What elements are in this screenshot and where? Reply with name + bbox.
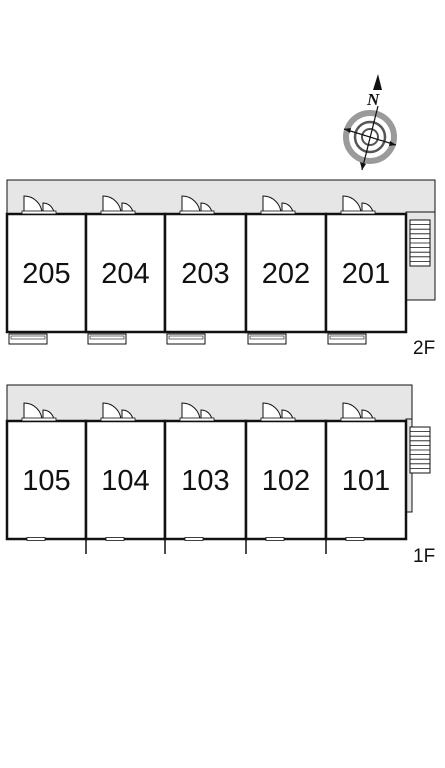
door-threshold (340, 417, 376, 422)
unit-205: 205 (5, 195, 88, 345)
door-threshold (260, 417, 296, 422)
unit-101: 101 (324, 402, 408, 541)
window (184, 537, 204, 541)
unit-203: 203 (163, 195, 248, 345)
door-threshold (21, 417, 57, 422)
balcony-rail (89, 335, 125, 340)
unit-number: 105 (22, 465, 70, 497)
unit-103: 103 (163, 402, 248, 541)
window (265, 537, 285, 541)
unit-number: 103 (181, 465, 229, 497)
north-compass-icon: N (343, 74, 397, 171)
window (26, 537, 46, 541)
unit-number: 202 (262, 258, 310, 290)
unit-outline (5, 419, 88, 541)
unit-number: 102 (262, 465, 310, 497)
floor-label: 1F (413, 546, 435, 567)
unit-102: 102 (244, 402, 328, 541)
floor-label: 2F (413, 338, 435, 359)
unit-number: 201 (342, 258, 390, 290)
door-threshold (100, 417, 136, 422)
door-threshold (340, 210, 376, 215)
unit-outline (244, 212, 328, 334)
door-threshold (21, 210, 57, 215)
balcony-rail (249, 335, 285, 340)
north-label: N (366, 90, 380, 109)
door-threshold (179, 417, 215, 422)
window (345, 537, 365, 541)
balcony-rail (329, 335, 365, 340)
floor-1f: 105 104 103 102 101 1F (5, 384, 435, 567)
floor-2f: 205 204 203 202 201 2F (5, 179, 436, 359)
balcony-rail (168, 335, 204, 340)
unit-number: 104 (101, 465, 149, 497)
unit-104: 104 (84, 402, 167, 541)
unit-outline (84, 419, 167, 541)
unit-204: 204 (84, 195, 167, 345)
unit-201: 201 (324, 195, 408, 345)
unit-number: 203 (181, 258, 229, 290)
door-threshold (179, 210, 215, 215)
unit-outline (163, 212, 248, 334)
unit-outline (324, 212, 408, 334)
unit-number: 101 (342, 465, 390, 497)
unit-202: 202 (244, 195, 328, 345)
unit-number: 204 (101, 258, 149, 290)
unit-number: 205 (22, 258, 70, 290)
balcony-rail (10, 335, 46, 340)
door-threshold (100, 210, 136, 215)
unit-105: 105 (5, 402, 88, 541)
window (105, 537, 125, 541)
door-threshold (260, 210, 296, 215)
unit-outline (5, 212, 88, 334)
